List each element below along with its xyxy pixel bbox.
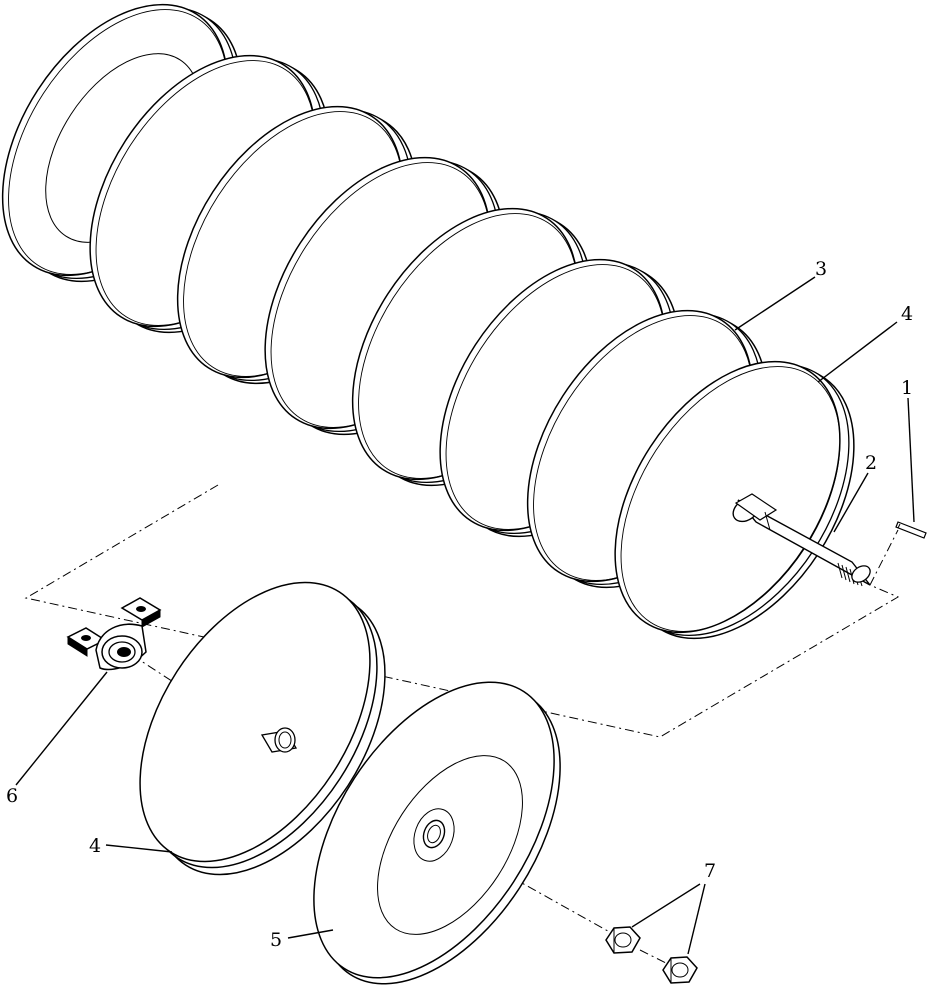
callout-3: 3: [815, 258, 827, 280]
callout-1: 1: [901, 377, 913, 399]
callout-2: 2: [865, 452, 877, 474]
callout-7: 7: [704, 860, 716, 882]
callout-labels: 1 2 3 4 4 5 6 7: [6, 258, 913, 951]
bearing-housing: [66, 597, 162, 671]
hex-nut-upper: [605, 926, 641, 954]
callout-5: 5: [270, 929, 282, 951]
wheel-stack: [1, 3, 855, 640]
callout-6: 6: [6, 785, 18, 807]
callout-4-upper: 4: [901, 303, 913, 325]
axle-shaft: [732, 493, 871, 587]
press-wheel-separate: [139, 581, 386, 876]
press-wheel-8: [614, 360, 855, 640]
hub-bushing: [260, 727, 298, 753]
callout-4-lower: 4: [89, 835, 101, 857]
hex-nut-lower: [662, 956, 698, 984]
cotter-pin: [895, 521, 927, 539]
end-disc: [313, 681, 561, 985]
leader-lines: [15, 276, 915, 955]
